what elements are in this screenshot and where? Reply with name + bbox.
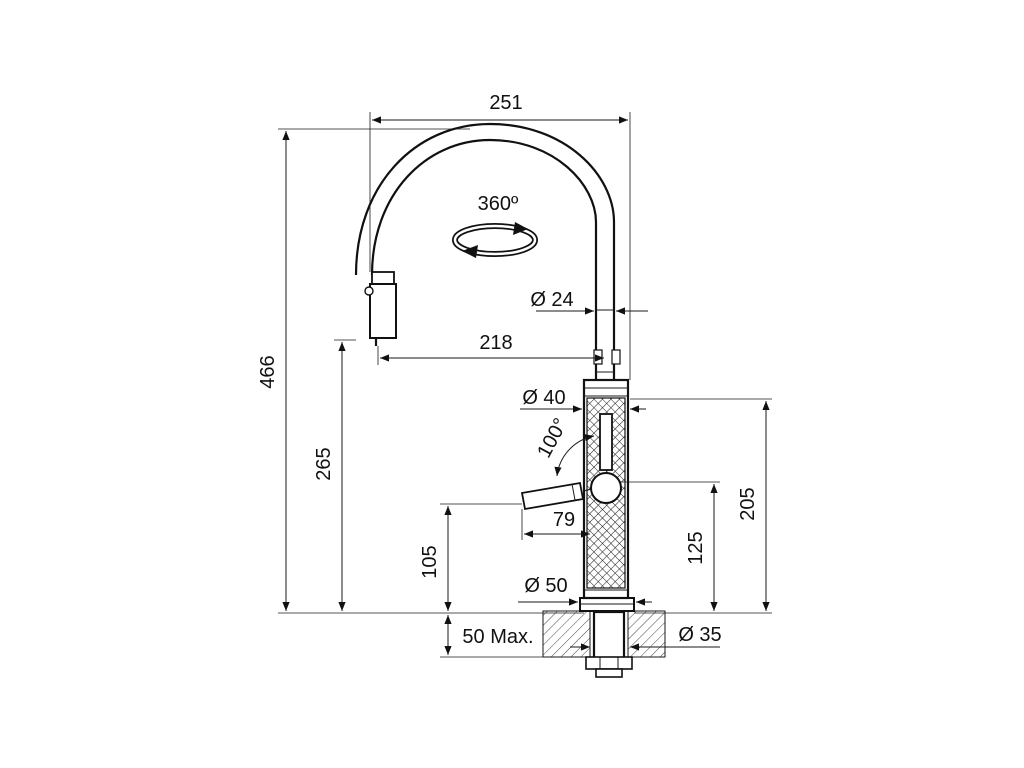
base-diameter-label: Ø 50 xyxy=(524,575,567,597)
lever-angle-label: 100° xyxy=(533,415,572,462)
dimension-labels: 251 218 466 265 105 205 125 79 360º 100°… xyxy=(257,92,759,648)
base-flange xyxy=(579,597,635,612)
hole-diameter-label: Ø 35 xyxy=(678,624,721,646)
body-diameter-label: Ø 40 xyxy=(522,387,565,409)
dim-265-label: 265 xyxy=(313,447,335,480)
dim-125-label: 125 xyxy=(685,531,707,564)
lever-lowered xyxy=(520,481,593,511)
dim-205-label: 205 xyxy=(737,487,759,520)
lever-raised xyxy=(590,413,622,504)
dimension-lines xyxy=(278,112,772,658)
dim-79-label: 79 xyxy=(553,509,575,531)
rotation-label: 360º xyxy=(478,193,519,215)
max-thickness-label: 50 Max. xyxy=(462,626,533,648)
spout-diameter-label: Ø 24 xyxy=(530,289,573,311)
dim-218-label: 218 xyxy=(479,332,512,354)
rotation-icon xyxy=(452,222,538,258)
dim-105-label: 105 xyxy=(419,545,441,578)
spray-head xyxy=(364,271,397,346)
dim-251-label: 251 xyxy=(489,92,522,114)
dim-466-label: 466 xyxy=(257,355,279,388)
countertop-section xyxy=(542,610,666,658)
